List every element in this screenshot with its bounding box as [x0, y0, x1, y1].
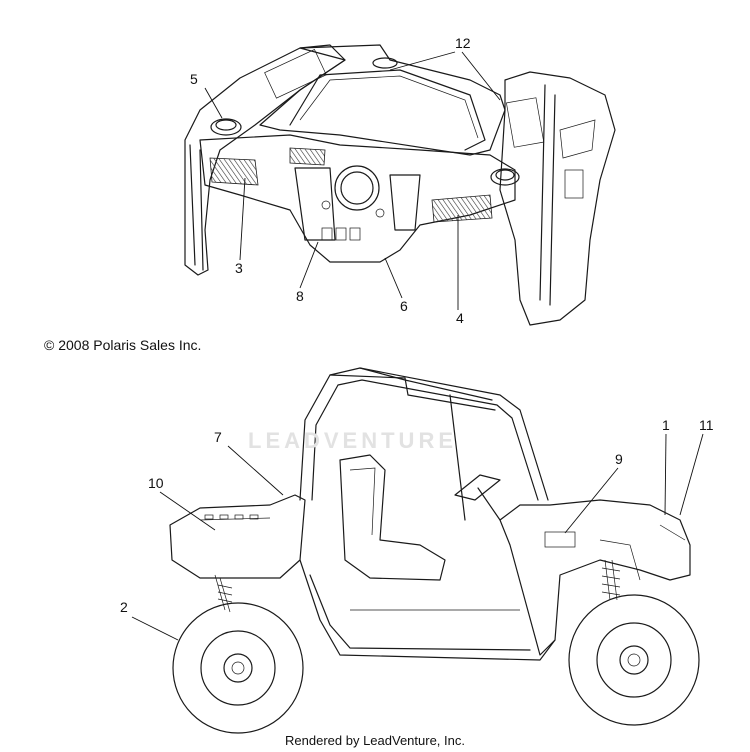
vehicle-side-drawing [169, 367, 700, 734]
callout-12: 12 [455, 35, 471, 51]
callout-3: 3 [235, 260, 243, 276]
footer-credit: Rendered by LeadVenture, Inc. [285, 733, 465, 748]
callout-5: 5 [190, 71, 198, 87]
watermark: LEADVENTURE [248, 428, 458, 453]
copyright-text: © 2008 Polaris Sales Inc. [44, 337, 202, 353]
callout-10: 10 [148, 475, 164, 491]
callout-8: 8 [296, 288, 304, 304]
callout-9: 9 [615, 451, 623, 467]
callout-1: 1 [662, 417, 670, 433]
callout-11: 11 [699, 417, 714, 433]
callout-4: 4 [456, 310, 464, 326]
callouts-top: 12 5 3 8 6 4 [190, 35, 501, 326]
callout-7: 7 [214, 429, 222, 445]
callout-2: 2 [120, 599, 128, 615]
callouts-bottom: 7 10 2 9 1 11 [120, 417, 714, 641]
dashboard-hood-drawing [184, 44, 616, 326]
callout-6: 6 [400, 298, 408, 314]
